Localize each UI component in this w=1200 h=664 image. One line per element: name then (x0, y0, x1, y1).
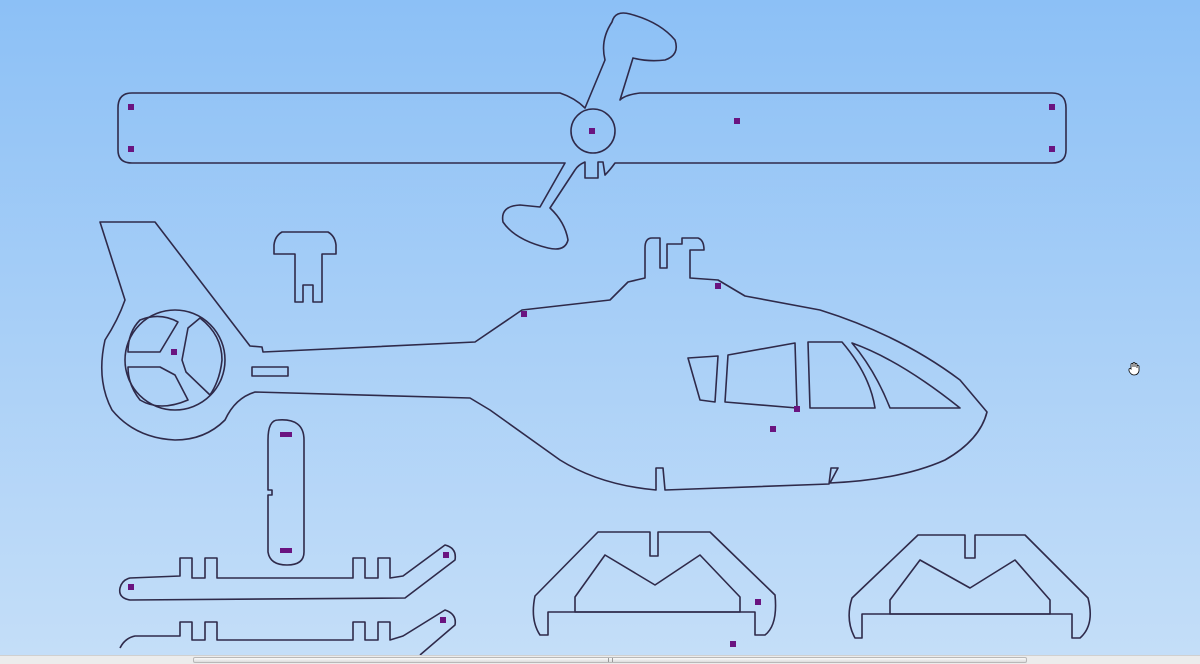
main-rotor-part[interactable] (117, 12, 1067, 250)
reference-markers (128, 104, 1055, 647)
tail-skid-part[interactable] (267, 419, 305, 566)
scrollbar-thumb[interactable] (193, 657, 1027, 663)
mast-connector-part[interactable] (273, 231, 337, 303)
grip-icon (608, 658, 613, 662)
skid-bracket-part[interactable] (532, 531, 1091, 639)
fuselage-part[interactable] (99, 221, 988, 491)
landing-skid-part[interactable] (118, 544, 457, 655)
